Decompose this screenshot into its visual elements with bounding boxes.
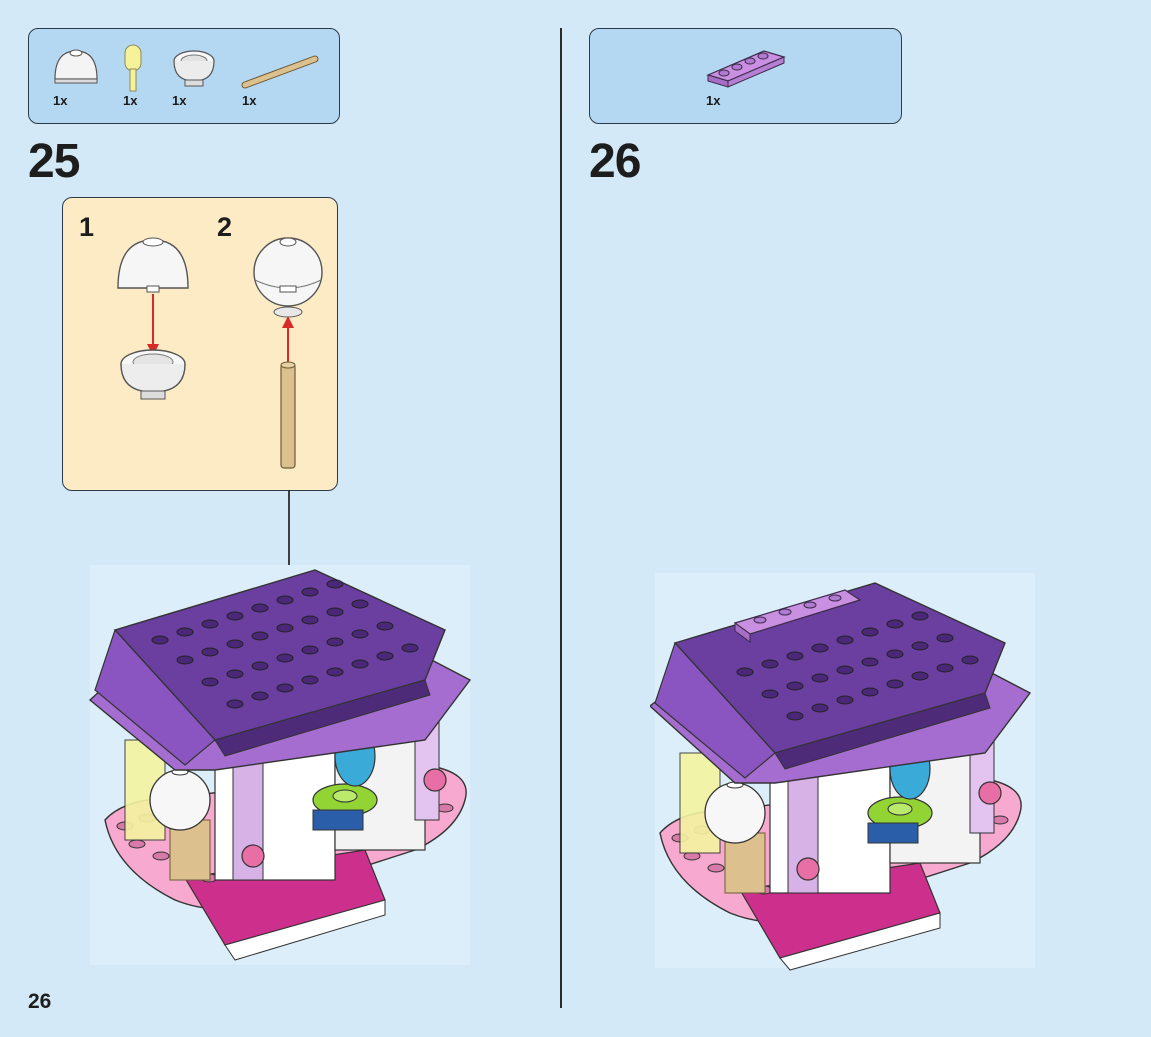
- part-qty-1: 1x: [53, 93, 68, 108]
- transparent-yellow-bar-icon: [124, 44, 142, 92]
- page-number: 26: [28, 990, 52, 1013]
- substep-callout: 1 2: [62, 197, 338, 491]
- step-25-model-illustration: [88, 565, 472, 965]
- part-qty-3: 1x: [172, 93, 187, 108]
- step-number-25: 25: [28, 135, 80, 188]
- page-divider: [560, 28, 562, 1008]
- substep-2-assembly-illustration: [253, 237, 323, 469]
- substep-1-assembly-illustration: [117, 237, 189, 400]
- step-number-26: 26: [589, 135, 641, 188]
- part-qty-2: 1x: [123, 93, 138, 108]
- substep-number-1: 1: [79, 212, 95, 242]
- parts-list-step-26: 1x: [589, 28, 902, 124]
- round-brick-dish-white-icon: [173, 50, 215, 87]
- tan-bar-icon: [241, 55, 319, 89]
- lavender-plate-1x4-icon: [706, 50, 786, 88]
- step-26-model-illustration: [650, 573, 1035, 971]
- parts-list-step-25: 1x 1x 1x 1x: [28, 28, 340, 124]
- part-qty-1: 1x: [706, 93, 721, 108]
- substep-number-2: 2: [217, 212, 233, 242]
- part-qty-4: 1x: [242, 93, 257, 108]
- round-brick-dome-white-icon: [54, 49, 98, 84]
